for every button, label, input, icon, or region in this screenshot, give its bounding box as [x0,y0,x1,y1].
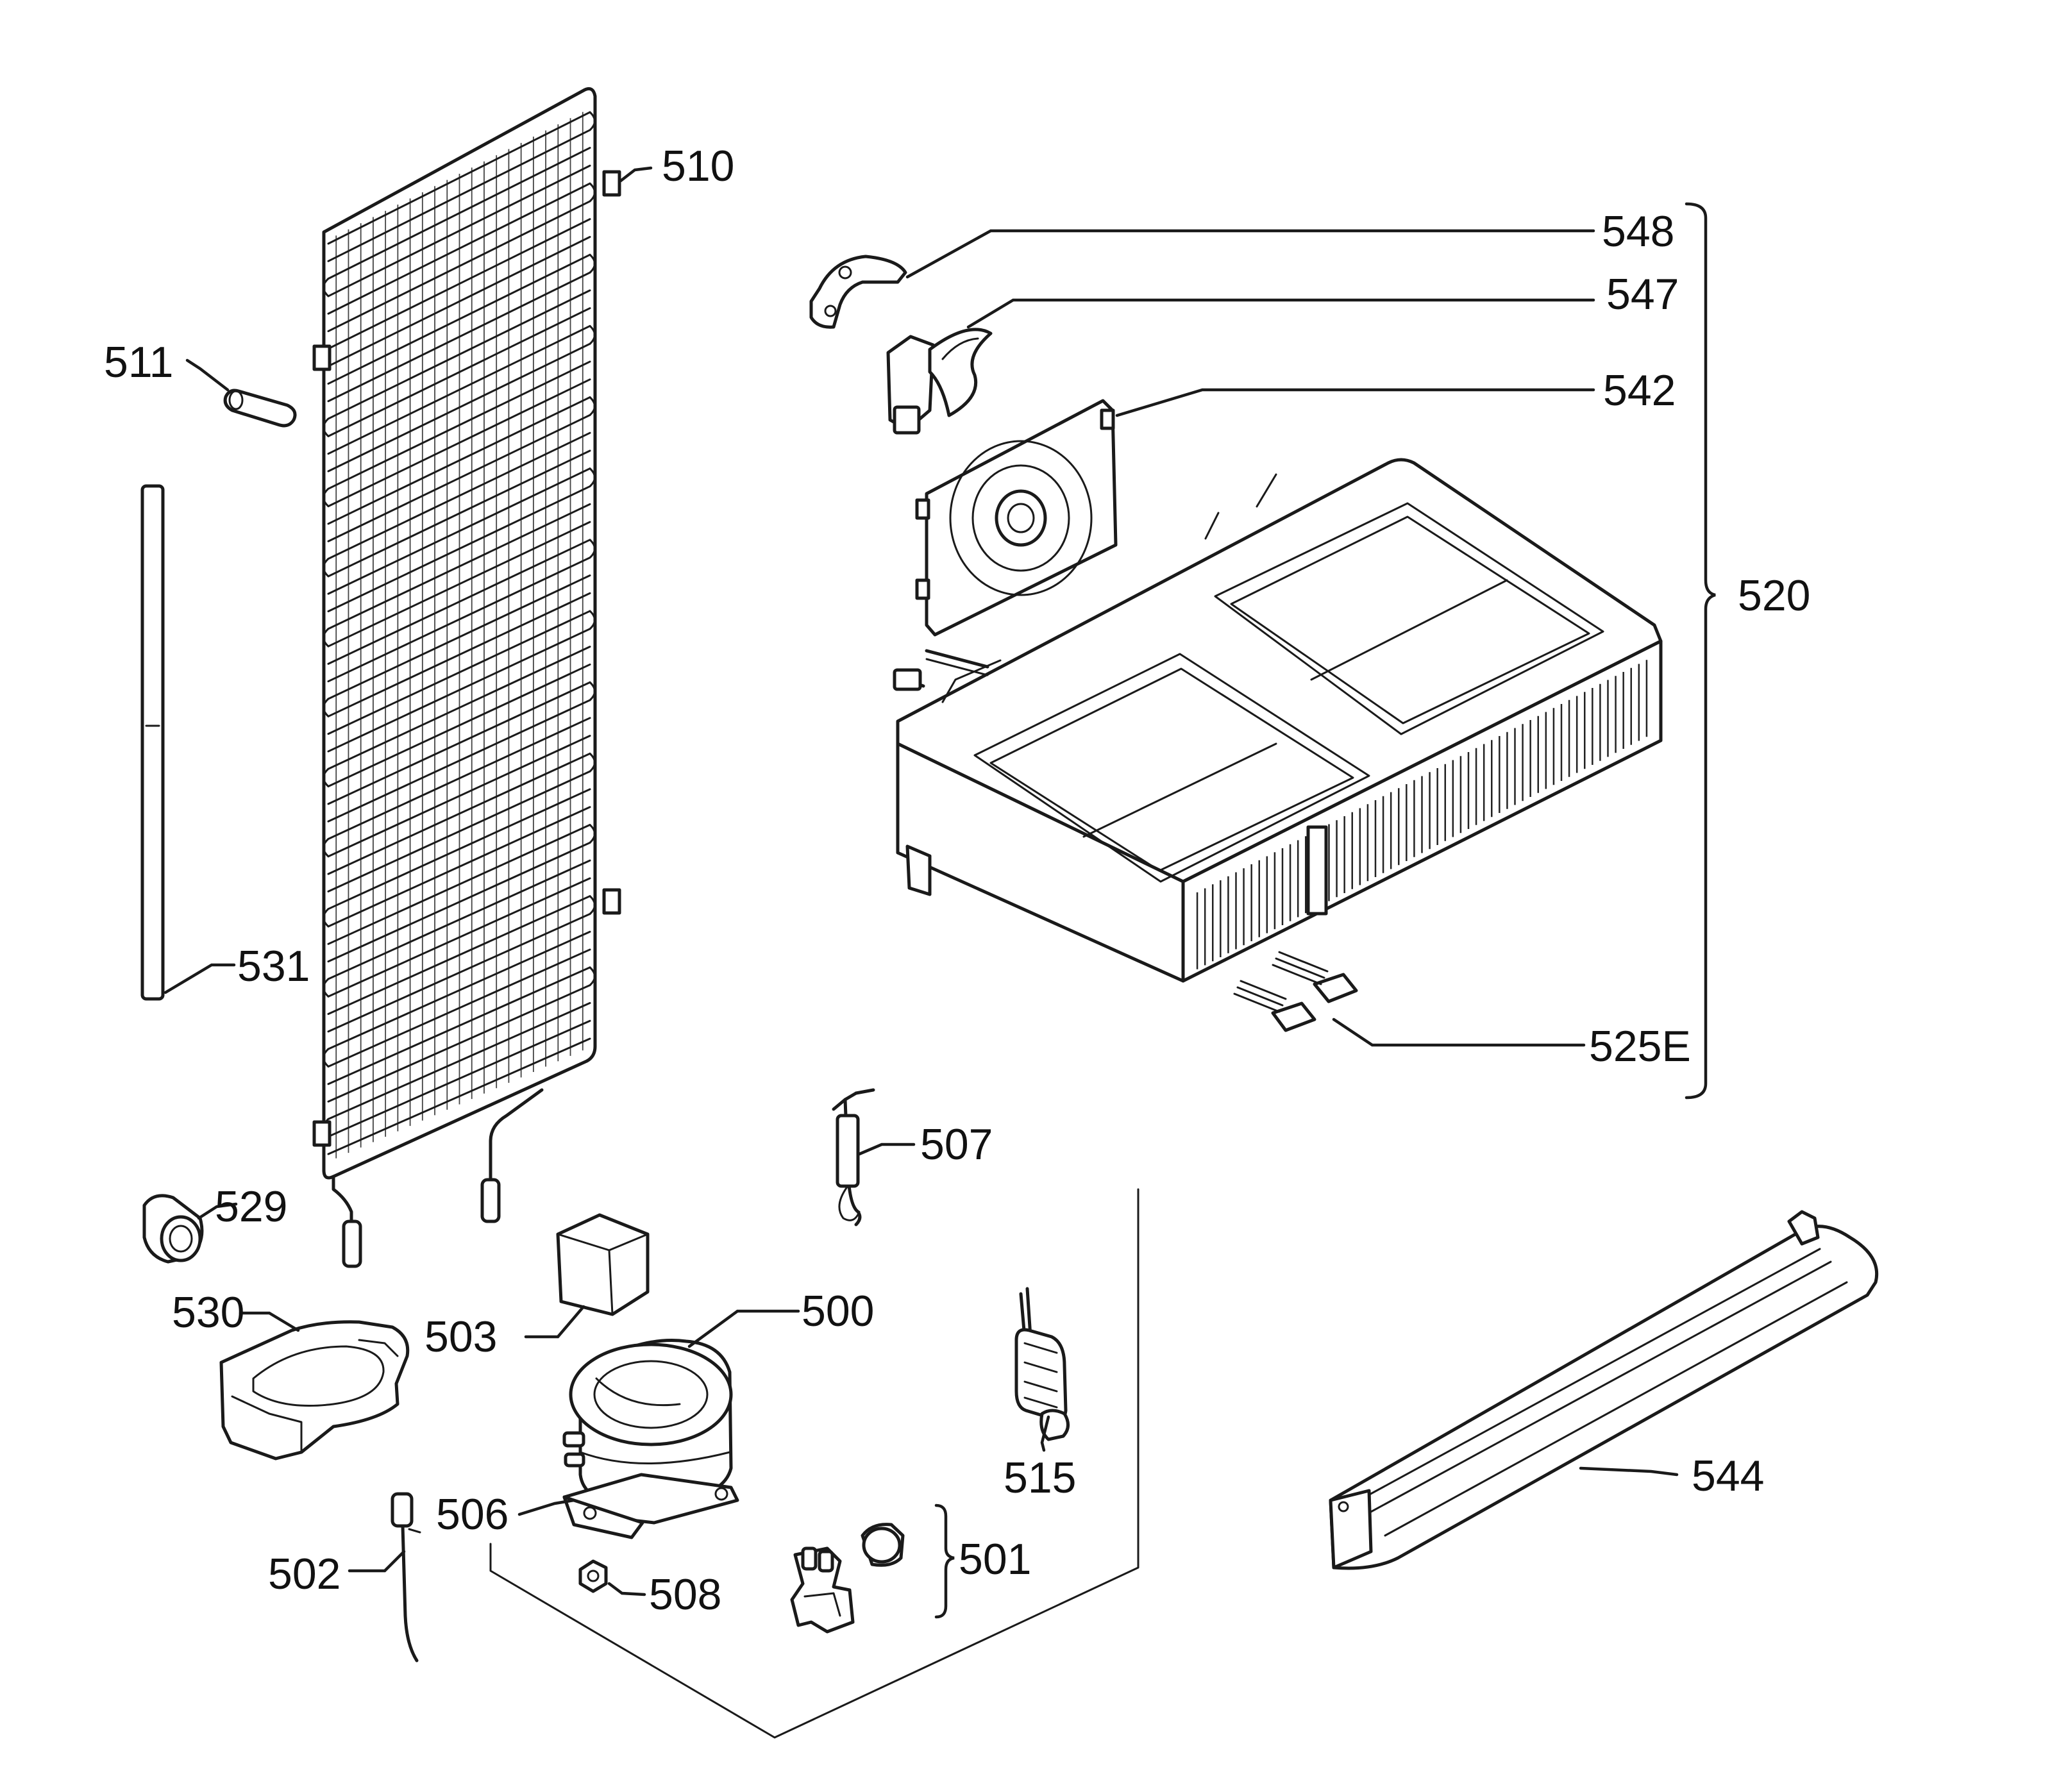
label-525E: 525E [1589,1022,1691,1071]
label-502: 502 [268,1550,340,1598]
part-502-drawing [391,1492,421,1662]
label-501: 501 [959,1535,1031,1584]
part-507-drawing [832,1088,875,1227]
condenser-coil [312,87,621,1268]
part-503-drawing [556,1213,650,1316]
label-508: 508 [649,1570,721,1619]
label-544: 544 [1692,1452,1764,1500]
evaporator-assembly [893,458,1663,983]
label-507: 507 [920,1120,993,1169]
assembly-520-bracket [1685,202,1716,1100]
part-542-drawing [915,399,1118,637]
part-511-drawing [223,389,297,428]
part-labels: 510 511 531 529 530 503 500 506 502 508 … [104,142,1810,1619]
part-500-drawing [562,1339,739,1539]
label-530: 530 [172,1288,244,1337]
label-531: 531 [237,942,310,991]
label-547: 547 [1606,270,1679,319]
part-544-drawing [1329,1210,1879,1570]
part-501-drawing [790,1523,905,1634]
label-529: 529 [215,1182,287,1231]
part-548-drawing [809,255,907,329]
part-531-drawing [140,484,165,1001]
part-547-drawing [886,328,993,435]
part-515-drawing [1014,1287,1070,1441]
group-501-bracket [934,1503,955,1619]
label-511: 511 [104,338,173,387]
label-506: 506 [436,1490,509,1539]
part-508-drawing [578,1559,608,1593]
label-503: 503 [425,1312,497,1361]
label-520: 520 [1738,571,1810,620]
label-548: 548 [1602,207,1674,256]
label-510: 510 [662,142,734,190]
label-542: 542 [1603,366,1676,415]
part-525E-drawing [1233,951,1358,1032]
part-529-drawing [142,1194,204,1264]
label-515: 515 [1004,1453,1076,1502]
compressor-group-outline [489,1188,1139,1739]
label-500: 500 [802,1287,874,1336]
part-530-drawing [219,1320,410,1461]
leader-lines [164,166,1679,1596]
